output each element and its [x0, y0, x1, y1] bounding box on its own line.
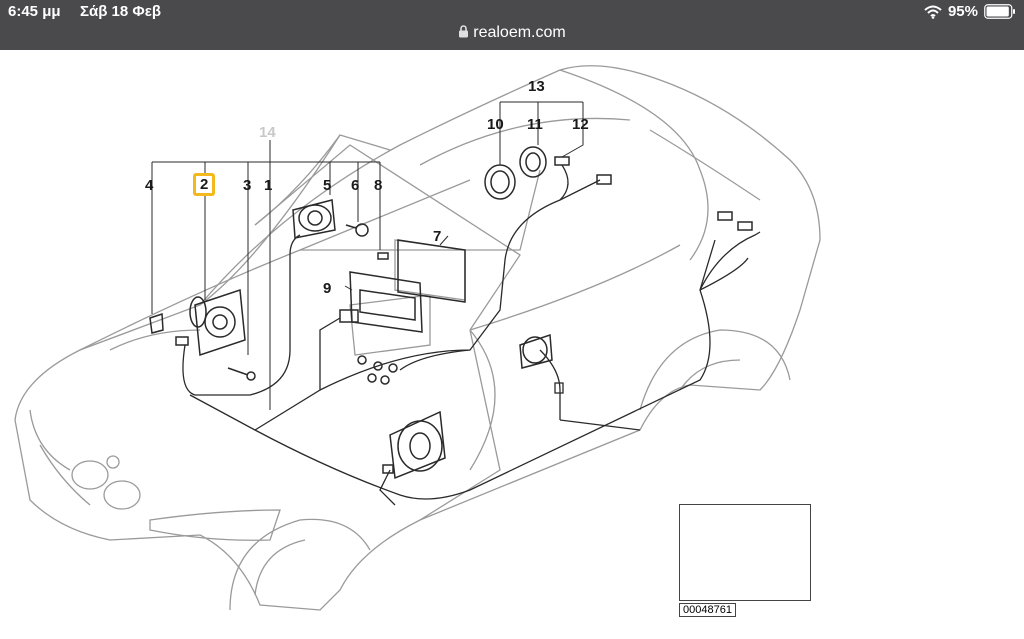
diagram-id: 00048761 — [679, 603, 736, 617]
callout-1[interactable]: 1 — [264, 177, 273, 194]
callout-9[interactable]: 9 — [323, 280, 332, 297]
parts-diagram: 4 2 3 1 14 5 6 8 7 9 13 10 11 12 0004876… — [0, 50, 1024, 634]
speaker-2-cone — [204, 306, 236, 338]
battery-icon — [984, 4, 1015, 19]
callout-13[interactable]: 13 — [528, 78, 545, 95]
car-wiring-illustration — [14, 65, 821, 611]
callout-8[interactable]: 8 — [374, 177, 383, 194]
speaker-2-frame — [194, 288, 246, 357]
wifi-icon — [924, 5, 942, 19]
callout-6[interactable]: 6 — [351, 177, 360, 194]
lock-icon — [459, 25, 469, 38]
callout-5[interactable]: 5 — [323, 177, 332, 194]
url-text: realoem.com — [473, 24, 566, 41]
callout-14[interactable]: 14 — [259, 124, 276, 141]
address-bar[interactable]: realoem.com — [0, 24, 1024, 42]
car-body-outline — [14, 65, 821, 611]
status-bar: 6:45 μμ Σάβ 18 Φεβ realoem.com 95% — [0, 0, 1024, 50]
system-indicators: 95% — [924, 3, 1016, 20]
callout-12[interactable]: 12 — [572, 116, 589, 133]
callout-10[interactable]: 10 — [487, 116, 504, 133]
callout-4[interactable]: 4 — [145, 177, 154, 194]
callout-3[interactable]: 3 — [243, 177, 252, 194]
callout-2-highlighted[interactable]: 2 — [193, 173, 216, 196]
callout-11[interactable]: 11 — [527, 116, 543, 133]
clock-time: 6:45 μμ — [8, 3, 61, 20]
vehicle-thumbnail[interactable] — [679, 504, 811, 601]
clock-date: Σάβ 18 Φεβ — [80, 3, 161, 20]
callout-7[interactable]: 7 — [433, 228, 442, 245]
battery-percent: 95% — [947, 3, 978, 20]
